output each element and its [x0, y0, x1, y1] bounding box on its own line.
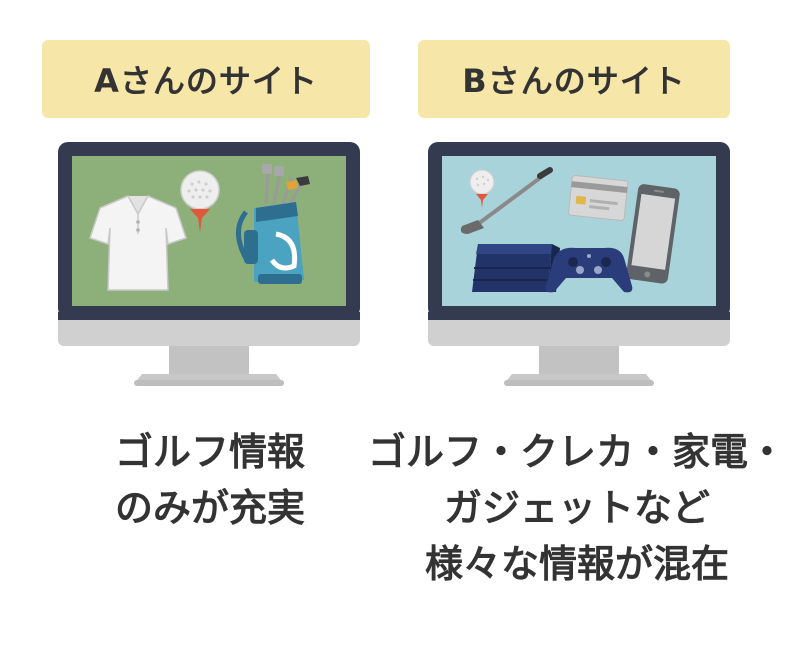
site-b-monitor: [428, 142, 730, 390]
golf-ball-icon: [469, 169, 495, 208]
site-a-label-text: Aさんのサイト: [94, 62, 318, 100]
golf-bag-icon: [236, 164, 310, 284]
game-controller-icon: [545, 247, 633, 293]
site-a-caption: ゴルフ情報 のみが充実: [80, 424, 340, 536]
polo-shirt-icon: [89, 195, 187, 291]
site-a-monitor: [58, 142, 360, 390]
site-a-monitor-illustration: [58, 142, 360, 386]
site-b-caption: ゴルフ・クレカ・家電・ ガジェットなど 様々な情報が混在: [362, 424, 792, 592]
site-a-label: Aさんのサイト: [42, 40, 370, 118]
golf-ball-icon: [180, 170, 220, 232]
credit-card-icon: [568, 174, 629, 222]
site-b-caption-line-1: ゴルフ・クレカ・家電・: [367, 430, 786, 474]
site-a-caption-line-1: ゴルフ情報: [114, 430, 305, 474]
golf-club-icon: [460, 167, 553, 234]
site-b-label: Bさんのサイト: [418, 40, 730, 118]
site-b-caption-line-3: 様々な情報が混在: [424, 542, 729, 586]
site-b-monitor-illustration: [428, 142, 730, 386]
site-a-caption-line-2: のみが充実: [114, 486, 305, 530]
site-b-caption-line-2: ガジェットなど: [443, 486, 710, 530]
site-b-label-text: Bさんのサイト: [462, 62, 686, 100]
smartphone-icon: [626, 184, 680, 284]
